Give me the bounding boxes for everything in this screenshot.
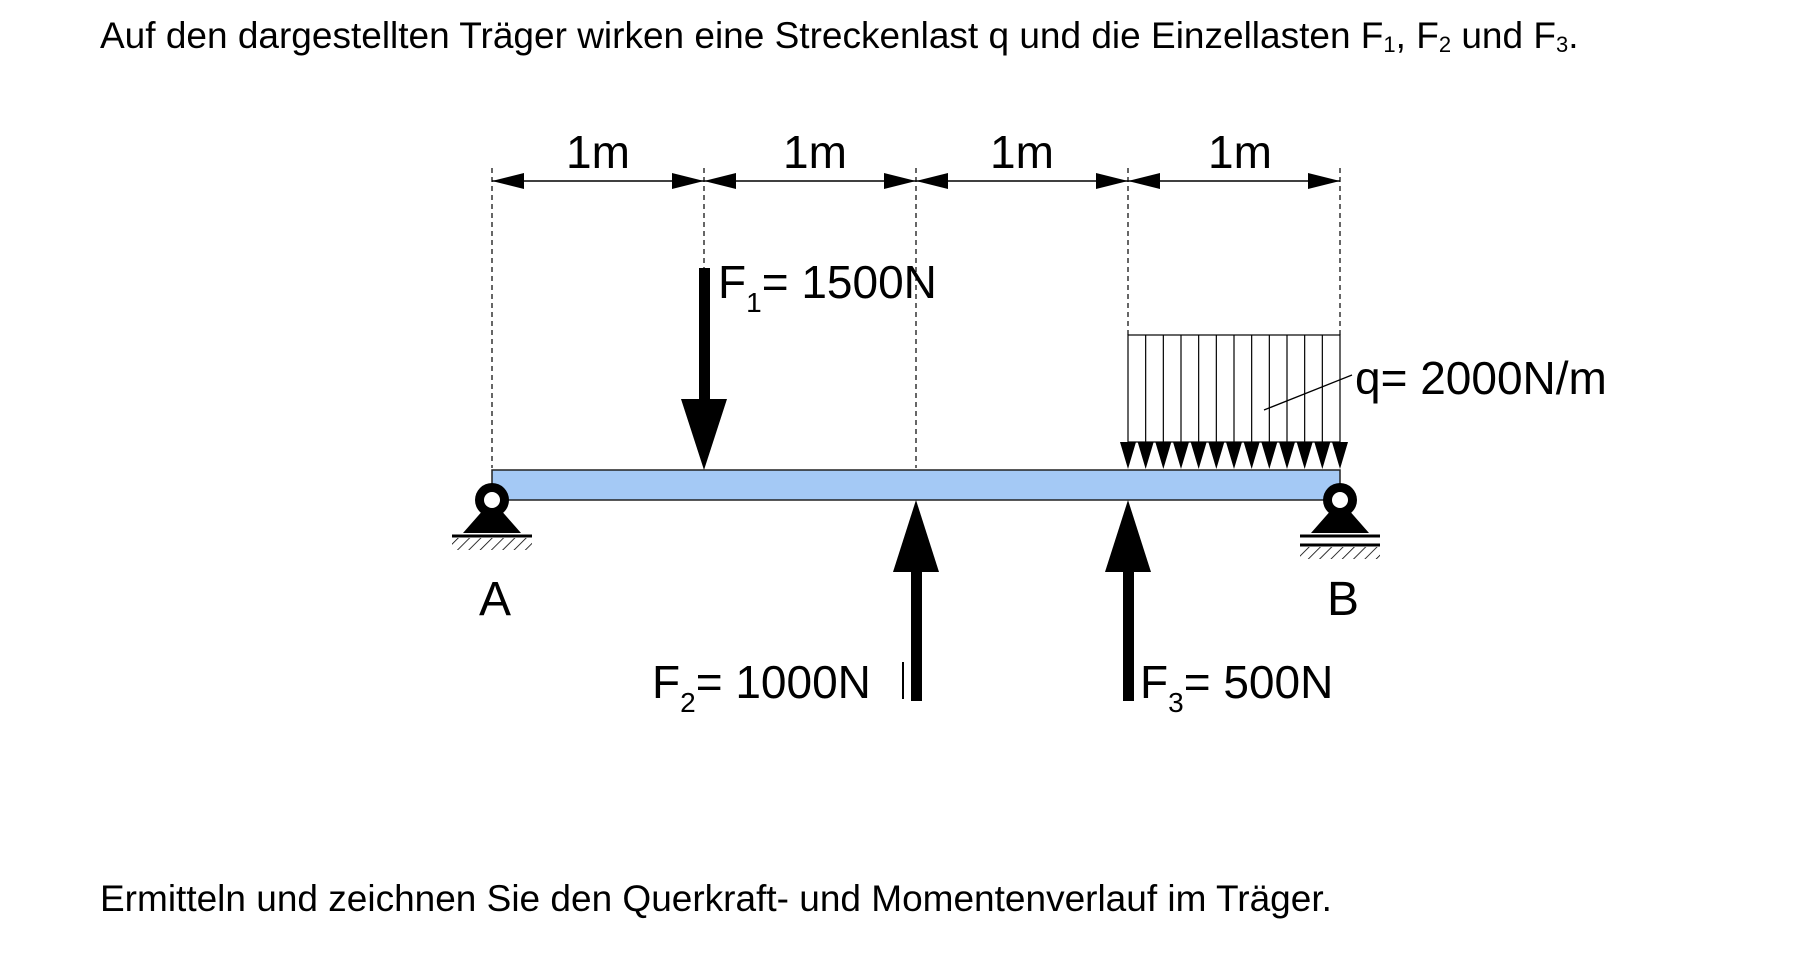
force-f2-value: = 1000N	[696, 656, 871, 708]
force-f2-symbol: F	[652, 656, 680, 708]
q-label: q= 2000N/m	[1355, 352, 1607, 404]
distributed-load-arrowhead	[1226, 442, 1242, 469]
distributed-load-arrowhead	[1208, 442, 1225, 469]
support-a: A	[452, 483, 532, 626]
force-f3-shaft	[1123, 568, 1134, 701]
distributed-load-arrowhead	[1296, 442, 1313, 469]
dimension-arrowhead	[492, 173, 524, 189]
dimension-arrowhead	[1128, 173, 1160, 189]
distributed-load-arrowhead	[1120, 442, 1136, 469]
force-f1-symbol: F	[718, 256, 746, 308]
support-b-pin-hole	[1332, 492, 1348, 508]
distributed-load-lines	[1145, 335, 1323, 442]
dimension-arrowhead	[884, 173, 916, 189]
force-f1-shaft	[699, 268, 710, 403]
force-f3: F3= 500N	[1105, 500, 1333, 718]
distributed-load-arrowhead	[1190, 442, 1207, 469]
task-text: Ermitteln und zeichnen Sie den Querkraft…	[100, 878, 1332, 919]
intro-sep-2: und F	[1451, 15, 1556, 56]
support-b-hatch	[1300, 547, 1380, 559]
intro-f3-sub: 3	[1555, 32, 1569, 57]
distributed-load-arrowhead	[1314, 442, 1331, 469]
distributed-load-arrowhead	[1261, 442, 1278, 469]
force-f3-arrowhead	[1105, 500, 1151, 572]
force-f1-arrowhead	[681, 399, 727, 470]
distributed-load-arrowheads	[1120, 442, 1348, 469]
q-leader-line	[1263, 374, 1353, 411]
force-f1-sub: 1	[746, 287, 762, 318]
dimension-arrowhead	[916, 173, 948, 189]
dimension-arrowhead	[1096, 173, 1128, 189]
distributed-load-arrowhead	[1279, 442, 1295, 469]
intro-f1-sub: 1	[1383, 32, 1396, 57]
support-a-label: A	[479, 573, 511, 626]
intro-main: Auf den dargestellten Träger wirken eine…	[100, 15, 1384, 56]
distributed-load-arrowhead	[1332, 442, 1348, 469]
support-a-hatch	[452, 538, 532, 550]
dimension-label-3: 1m	[990, 126, 1054, 178]
dimension-arrowhead	[704, 173, 736, 189]
dimension-label-1: 1m	[566, 126, 630, 178]
force-f1: F1= 1500N	[681, 256, 937, 470]
support-b-label: B	[1327, 573, 1359, 626]
dimension-chain: 1m 1m 1m 1m	[492, 126, 1340, 189]
intro-text: Auf den dargestellten Träger wirken eine…	[100, 14, 1579, 58]
beam	[491, 469, 1341, 501]
distributed-load-arrowhead	[1155, 442, 1172, 469]
force-f3-label: F3= 500N	[1140, 656, 1333, 718]
intro-sep-1: , F	[1395, 15, 1439, 56]
force-f3-symbol: F	[1140, 656, 1168, 708]
dimension-label-4: 1m	[1208, 126, 1272, 178]
force-f2-label: F2= 1000N	[652, 656, 871, 718]
force-f1-label: F1= 1500N	[718, 256, 937, 318]
dimension-label-2: 1m	[783, 126, 847, 178]
distributed-load-arrowhead	[1137, 442, 1154, 469]
distributed-load-q: q= 2000N/m	[1120, 334, 1607, 469]
force-f2-arrowhead	[893, 500, 939, 572]
intro-end: .	[1568, 15, 1579, 56]
guide-lines	[491, 168, 1341, 468]
force-f1-value: = 1500N	[762, 256, 937, 308]
distributed-load-arrowhead	[1243, 442, 1260, 469]
support-a-pin-hole	[484, 492, 500, 508]
force-f3-sub: 3	[1168, 687, 1184, 718]
dimension-arrowhead	[672, 173, 704, 189]
support-b: B	[1300, 483, 1380, 626]
force-f2-shaft	[911, 568, 922, 701]
force-f2: F2= 1000N	[652, 500, 939, 718]
force-f3-value: = 500N	[1184, 656, 1334, 708]
intro-f2-sub: 2	[1438, 32, 1452, 57]
distributed-load-arrowhead	[1173, 442, 1189, 469]
dimension-arrowhead	[1308, 173, 1340, 189]
force-f2-sub: 2	[680, 687, 696, 718]
